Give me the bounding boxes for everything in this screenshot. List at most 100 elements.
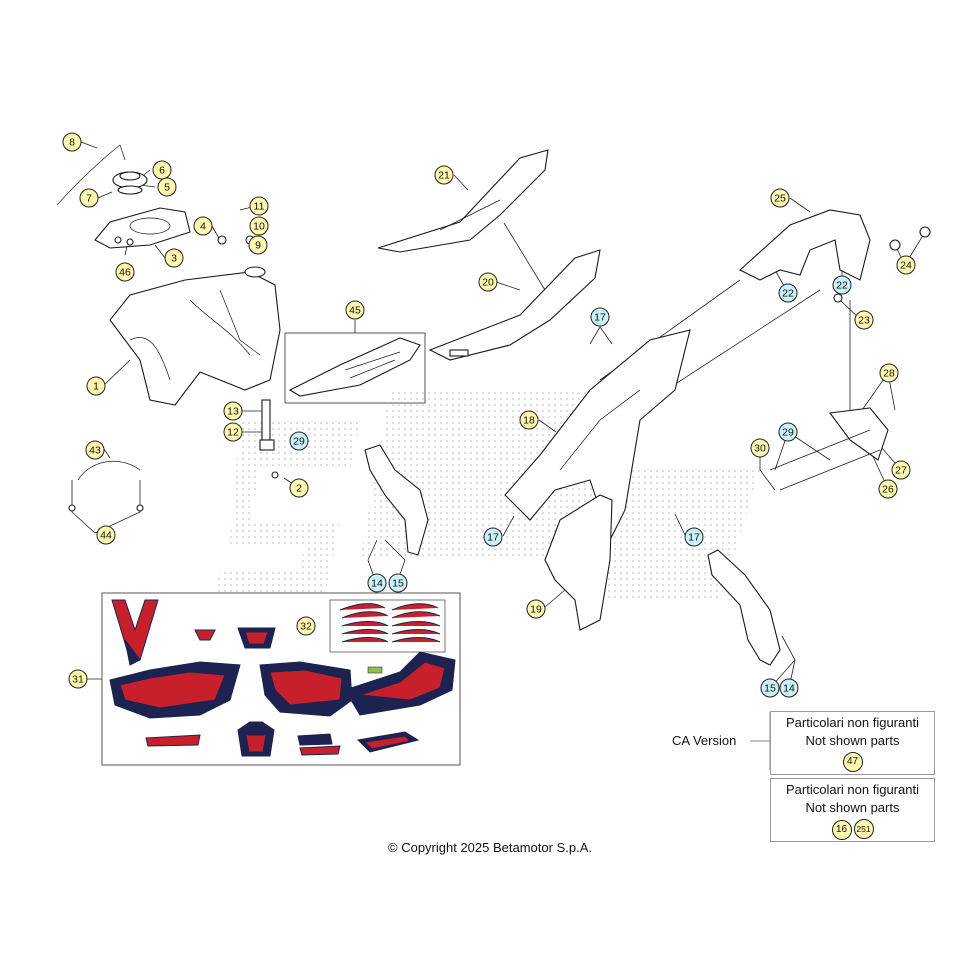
callout-circle — [85, 440, 105, 460]
callout-13: 13 — [223, 401, 243, 421]
callout-6: 6 — [152, 160, 172, 180]
callout-23: 23 — [854, 310, 874, 330]
callout-circle — [223, 422, 243, 442]
note-box-ca-version: Particolari non figuranti Not shown part… — [770, 711, 935, 775]
decal-kit — [101, 592, 461, 766]
callout-circle — [388, 573, 408, 593]
callout-20: 20 — [478, 272, 498, 292]
callout-number: 15 — [392, 578, 404, 590]
callout-46: 46 — [115, 262, 135, 282]
callout-number: 17 — [594, 312, 606, 324]
callout-number: 32 — [300, 621, 312, 633]
callout-circle — [367, 573, 387, 593]
callout-circle — [750, 438, 770, 458]
callout-number: 24 — [900, 260, 912, 272]
callout-25: 25 — [770, 188, 790, 208]
callout-circle — [891, 460, 911, 480]
callout-circle — [854, 310, 874, 330]
callout-14: 14 — [779, 678, 799, 698]
part-fuel-hose — [68, 461, 144, 512]
part-fuel-tank — [109, 266, 281, 406]
callout-3: 3 — [164, 248, 184, 268]
callout-32: 32 — [296, 616, 316, 636]
callout-number: 3 — [171, 253, 177, 265]
callout-45: 45 — [345, 300, 365, 320]
note-line-italian: Particolari non figuranti — [786, 715, 919, 730]
callout-circle — [878, 479, 898, 499]
callout-number: 22 — [782, 288, 794, 300]
callout-circle — [519, 410, 539, 430]
callout-18: 18 — [519, 410, 539, 430]
part-side-panel-left — [504, 329, 691, 542]
part-fuel-breather-hose — [56, 144, 126, 206]
note-line-english: Not shown parts — [805, 800, 900, 815]
callout-number: 13 — [227, 406, 239, 418]
callout-number: 45 — [349, 305, 361, 317]
callout-number: 21 — [438, 170, 450, 182]
callout-circle — [79, 188, 99, 208]
ca-version-label: CA Version — [672, 733, 737, 748]
decal-rim-stripes — [339, 603, 441, 643]
callout-circle — [96, 525, 116, 545]
callout-circle — [345, 300, 365, 320]
callout-number: 44 — [100, 530, 112, 542]
callout-number: 17 — [688, 532, 700, 544]
callout-27: 27 — [891, 460, 911, 480]
callout-circle — [86, 376, 106, 396]
callout-19: 19 — [526, 599, 546, 619]
part-seat — [428, 249, 601, 361]
callout-number: 46 — [119, 267, 131, 279]
callout-number: 5 — [164, 182, 170, 194]
callout-circle — [249, 216, 269, 236]
note-line-english: Not shown parts — [805, 733, 900, 748]
callout-circle — [770, 188, 790, 208]
part-seat-cover — [377, 149, 549, 253]
note-line-italian: Particolari non figuranti — [786, 782, 919, 797]
callout-circle — [193, 216, 213, 236]
callout-circle — [478, 272, 498, 292]
callout-circle — [289, 478, 309, 498]
callout-28: 28 — [879, 363, 899, 383]
callout-circle — [684, 527, 704, 547]
callout-5: 5 — [157, 177, 177, 197]
callout-24: 24 — [896, 255, 916, 275]
callout-number: 6 — [159, 165, 165, 177]
callout-number: 9 — [255, 240, 261, 252]
callout-circle — [249, 196, 269, 216]
callout-number: 20 — [482, 277, 494, 289]
part-rear-grab-frame — [739, 209, 931, 303]
callout-26: 26 — [878, 479, 898, 499]
note-box-standard: Particolari non figuranti Not shown part… — [770, 778, 935, 842]
callout-number: 26 — [882, 484, 894, 496]
callout-number: 11 — [254, 201, 265, 213]
callout-15: 15 — [388, 573, 408, 593]
callout-17: 17 — [684, 527, 704, 547]
callout-circle — [832, 275, 852, 295]
callout-4: 4 — [193, 216, 213, 236]
callout-1: 1 — [86, 376, 106, 396]
callout-number: 4 — [200, 221, 206, 233]
callout-number: 12 — [227, 427, 239, 439]
callout-circle — [590, 307, 610, 327]
callout-number: 22 — [836, 280, 848, 292]
callout-8: 8 — [62, 132, 82, 152]
callout-29: 29 — [778, 422, 798, 442]
callout-circle — [434, 165, 454, 185]
callout-circle — [778, 283, 798, 303]
callout-30: 30 — [750, 438, 770, 458]
note-part-number: 251 — [853, 819, 874, 839]
callout-circle — [115, 262, 135, 282]
copyright-notice: © Copyright 2025 Betamotor S.p.A. — [388, 840, 592, 855]
part-left-frame-guard — [364, 444, 429, 556]
callout-circle — [879, 363, 899, 383]
callout-22: 22 — [778, 283, 798, 303]
callout-number: 29 — [293, 436, 305, 448]
note-part-number: 16 — [831, 820, 852, 840]
callout-number: 43 — [89, 445, 101, 457]
callout-29: 29 — [289, 431, 309, 451]
callout-44: 44 — [96, 525, 116, 545]
callout-circle — [296, 616, 316, 636]
part-license-plate-holder — [769, 407, 889, 491]
callout-number: 2 — [296, 483, 302, 495]
